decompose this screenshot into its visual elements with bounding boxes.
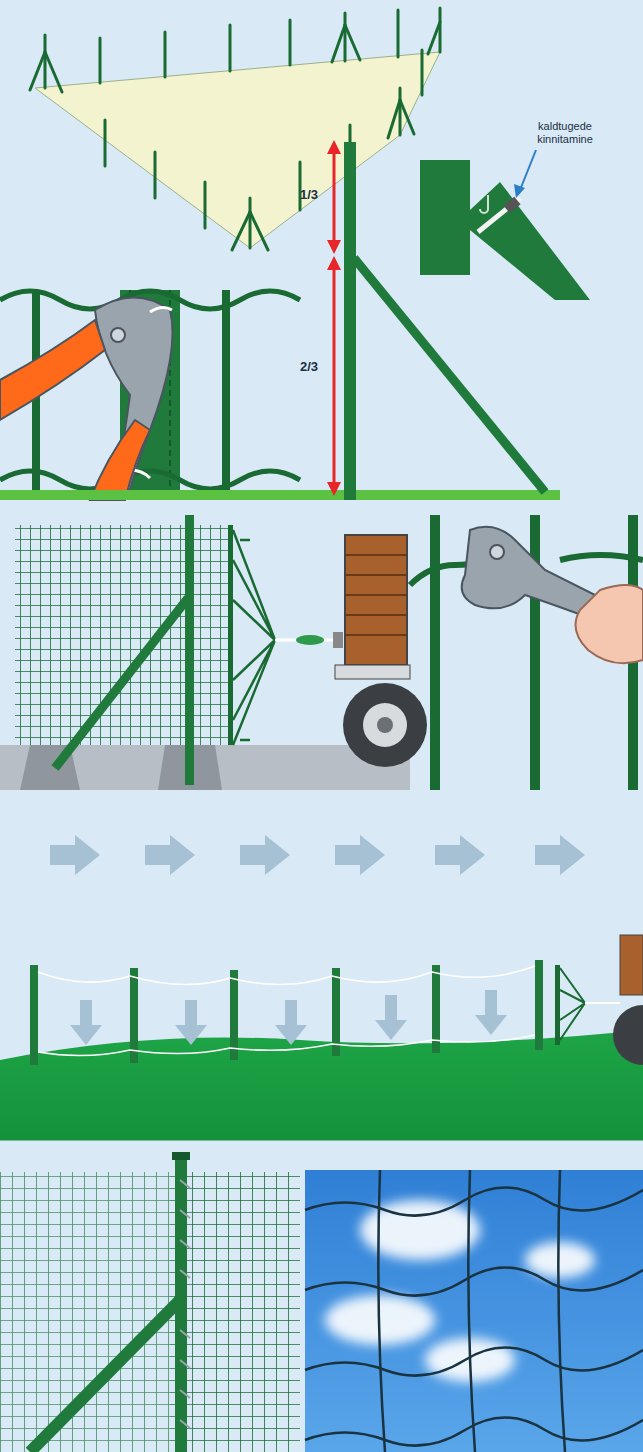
tensioning-panel bbox=[0, 515, 427, 790]
annotation-label: kaldtugede kinnitamine bbox=[520, 120, 610, 145]
annotation-label: 1/3 bbox=[300, 188, 330, 203]
annotation-label: 2/3 bbox=[300, 360, 330, 375]
wire-tying-detail bbox=[0, 290, 300, 500]
post-brace-proportion bbox=[0, 140, 560, 500]
tractor bbox=[333, 535, 427, 767]
wire-stretching-panel bbox=[0, 835, 643, 1140]
yard-plan bbox=[30, 8, 440, 250]
wire-cutting-detail bbox=[410, 515, 643, 790]
brace-fixing-detail bbox=[420, 150, 590, 300]
finished-fence bbox=[0, 1152, 643, 1452]
